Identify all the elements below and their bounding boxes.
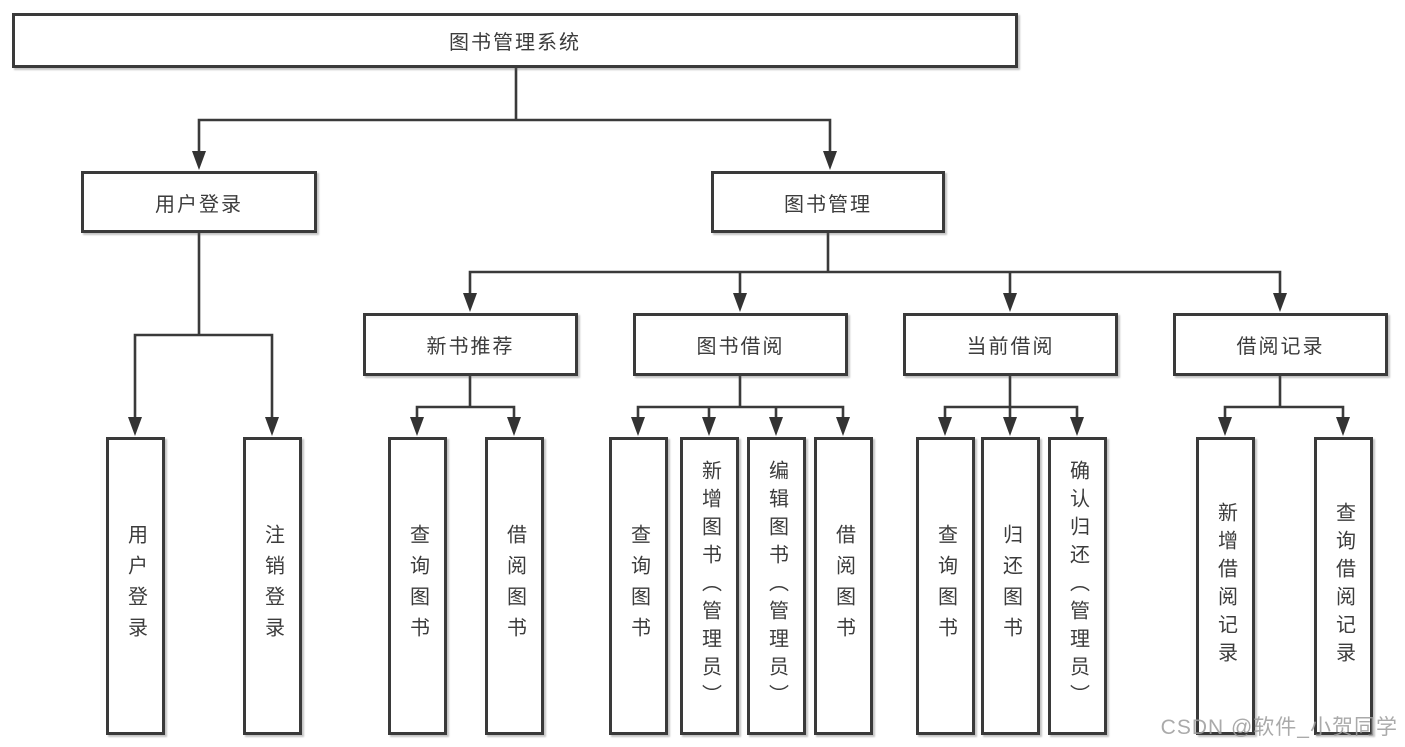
connector-user-login — [133, 231, 274, 420]
leaf-label: 查询图书 — [627, 524, 650, 648]
leaf-borrow-book: 借阅图书 — [814, 437, 873, 735]
node-label: 新书推荐 — [426, 336, 515, 358]
leaf-user-login: 用户登录 — [106, 437, 165, 735]
leaf-return-book: 归还图书 — [981, 437, 1040, 735]
leaf-label: 归还图书 — [999, 524, 1022, 648]
leaf-query-book-current: 查询图书 — [916, 437, 975, 735]
leaf-label: 查询借阅记录 — [1332, 502, 1355, 670]
leaf-query-borrow-record: 查询借阅记录 — [1314, 437, 1373, 735]
leaf-label: 确认归还（管理员） — [1066, 460, 1089, 712]
leaf-add-borrow-record: 新增借阅记录 — [1196, 437, 1255, 735]
leaf-logout: 注销登录 — [243, 437, 302, 735]
node-label: 图书管理 — [784, 193, 872, 216]
leaf-label: 借阅图书 — [832, 524, 855, 648]
node-library-management-system: 图书管理系统 — [12, 13, 1018, 68]
node-new-book-recommend: 新书推荐 — [363, 313, 578, 376]
node-borrow-records: 借阅记录 — [1173, 313, 1388, 376]
connector-book-management — [468, 231, 1282, 296]
leaf-add-book-admin: 新增图书（管理员） — [680, 437, 739, 735]
node-user-login: 用户登录 — [81, 171, 317, 233]
node-current-borrow: 当前借阅 — [903, 313, 1118, 376]
leaf-label: 查询图书 — [406, 524, 429, 648]
node-label: 图书管理系统 — [449, 32, 581, 54]
leaf-confirm-return-admin: 确认归还（管理员） — [1048, 437, 1107, 735]
leaf-query-book-borrow: 查询图书 — [609, 437, 668, 735]
node-label: 用户登录 — [155, 193, 243, 216]
leaf-label: 查询图书 — [934, 524, 957, 648]
leaf-label: 新增图书（管理员） — [698, 460, 721, 712]
arrowheads — [128, 151, 1350, 436]
leaf-edit-book-admin: 编辑图书（管理员） — [747, 437, 806, 735]
connector-book-borrow — [636, 374, 845, 420]
node-book-management: 图书管理 — [711, 171, 945, 233]
connector-current-borrow — [943, 374, 1079, 420]
leaf-label: 借阅图书 — [503, 524, 526, 648]
leaf-label: 新增借阅记录 — [1214, 502, 1237, 670]
node-label: 图书借阅 — [696, 336, 785, 358]
leaf-borrow-book-recommend: 借阅图书 — [485, 437, 544, 735]
node-label: 借阅记录 — [1236, 336, 1325, 358]
node-label: 当前借阅 — [966, 336, 1055, 358]
node-book-borrow: 图书借阅 — [633, 313, 848, 376]
leaf-label: 编辑图书（管理员） — [765, 460, 788, 712]
connector-root — [197, 66, 832, 154]
leaf-label: 注销登录 — [261, 524, 284, 648]
connector-borrow-records — [1223, 374, 1345, 420]
leaf-label: 用户登录 — [124, 524, 147, 648]
connector-new-book-recommend — [415, 374, 516, 420]
csdn-watermark: CSDN @软件_小贺同学 — [1160, 716, 1398, 739]
leaf-query-book-recommend: 查询图书 — [388, 437, 447, 735]
